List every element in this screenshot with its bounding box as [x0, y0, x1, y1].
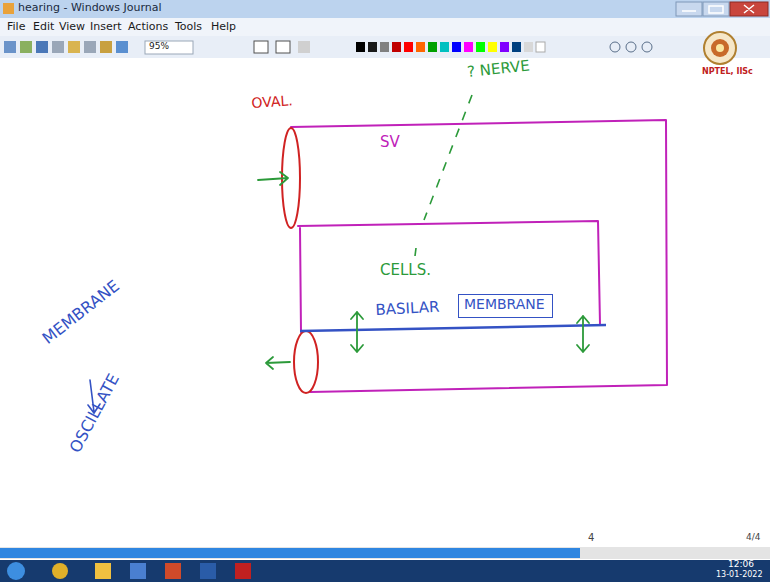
- oscillate-note: OSCILLATE: [66, 371, 122, 456]
- taskbar: [0, 560, 770, 582]
- nerve-label: ? NERVE: [466, 58, 530, 81]
- menu-item: Insert: [90, 21, 122, 33]
- taskbar-icons: [7, 562, 251, 580]
- nptel-logo: [704, 32, 736, 64]
- pressure-arrows: [258, 172, 589, 369]
- membrane-note: MEMBRANE: [39, 277, 122, 348]
- page-count: 4/4: [746, 533, 760, 543]
- toolbar-icons: [4, 41, 652, 54]
- clock-time: 12:06: [728, 560, 754, 570]
- oval-window-label: OVAL.: [251, 93, 293, 111]
- window-controls: [682, 5, 754, 13]
- window-title: hearing - Windows Journal: [18, 2, 162, 14]
- menu-item: View: [59, 21, 85, 33]
- cochlea-outline: [291, 120, 667, 392]
- title-bar: [0, 0, 770, 18]
- menu-item: Tools: [175, 21, 202, 33]
- scala-vestibuli-label: SV: [380, 134, 400, 151]
- menu-bar: [0, 18, 770, 36]
- nerve-leader: [424, 95, 472, 220]
- page-number: 4: [588, 532, 594, 543]
- menu-item: Edit: [33, 21, 54, 33]
- basilar-label: BASILAR: [375, 299, 440, 319]
- menu-item: Help: [211, 21, 236, 33]
- logo-caption: NPTEL, IISc: [702, 68, 753, 77]
- zoom-level: 95%: [149, 42, 169, 52]
- app-icon: [3, 3, 14, 14]
- basilar-membrane: [300, 325, 606, 331]
- round-window: [294, 331, 318, 393]
- maximize-button: [703, 2, 729, 16]
- page-scroll: [0, 548, 580, 558]
- minimize-button: [676, 2, 702, 16]
- toolbar: [0, 36, 770, 58]
- clock-date: 13-01-2022: [716, 571, 763, 580]
- membrane-box: MEMBRANE: [458, 294, 553, 318]
- nerve-leader: [415, 248, 416, 256]
- box-text: MEMBRANE: [464, 297, 547, 312]
- menu-item: File: [7, 21, 25, 33]
- page-bar: [0, 547, 770, 559]
- cells-label: CELLS.: [380, 262, 431, 279]
- menu-item: Actions: [128, 21, 168, 33]
